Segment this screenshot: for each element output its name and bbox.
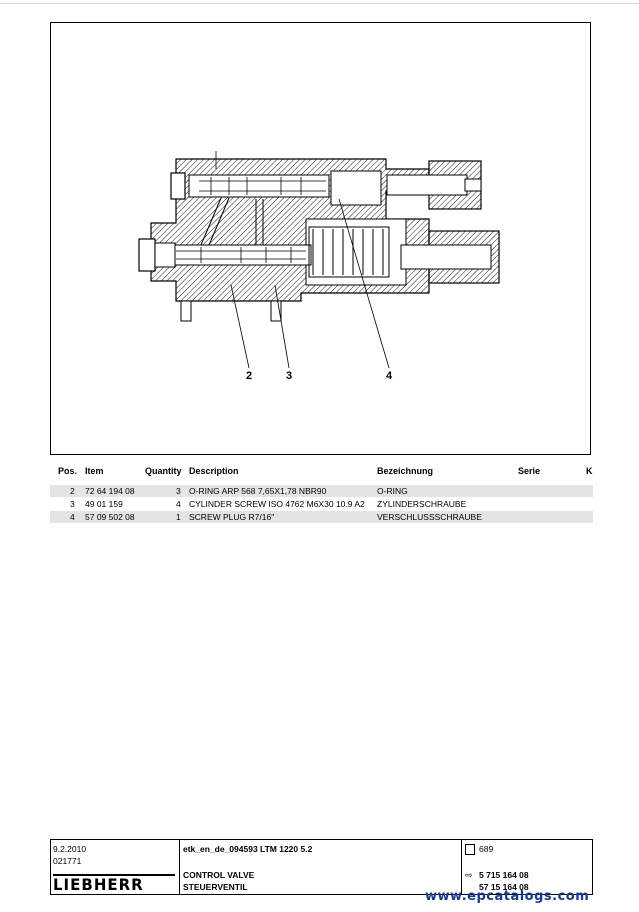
- footer-code: 021771: [53, 856, 82, 866]
- row-pos: 3: [70, 499, 75, 509]
- callout-4: 4: [386, 370, 393, 382]
- header-description: Description: [189, 466, 239, 476]
- title-block-divider: [461, 840, 462, 894]
- logo-bar: [53, 874, 175, 876]
- header-item: Item: [85, 466, 104, 476]
- row-description: CYLINDER SCREW ISO 4762 M6X30 10.9 A2: [189, 499, 365, 509]
- table-row: 3 49 01 159 4 CYLINDER SCREW ISO 4762 M6…: [50, 498, 593, 510]
- page-icon: [465, 844, 475, 855]
- row-item: 57 09 502 08: [85, 512, 135, 522]
- footer-title-de: STEUERVENTIL: [183, 882, 248, 892]
- header-quantity: Quantity: [145, 466, 182, 476]
- footer-doc-ref: etk_en_de_094593 LTM 1220 5.2: [183, 844, 313, 854]
- row-pos: 4: [70, 512, 75, 522]
- row-pos: 2: [70, 486, 75, 496]
- arrow-right-icon: ⇨: [465, 870, 473, 880]
- header-pos: Pos.: [58, 466, 78, 476]
- row-qty: 1: [176, 512, 181, 522]
- footer-part-no-2: 57 15 164 08: [479, 882, 529, 892]
- title-block: 9.2.2010 021771 LIEBHERR etk_en_de_09459…: [50, 839, 593, 895]
- footer-date: 9.2.2010: [53, 844, 87, 854]
- footer-page: 689: [479, 844, 494, 854]
- row-qty: 4: [176, 499, 181, 509]
- table-row: 4 57 09 502 08 1 SCREW PLUG R7/16" VERSC…: [50, 511, 593, 523]
- technical-drawing-frame: [50, 22, 591, 455]
- row-qty: 3: [176, 486, 181, 496]
- callout-3: 3: [286, 370, 293, 382]
- control-valve-drawing: [138, 151, 500, 369]
- row-bezeichnung: O-RING: [377, 486, 408, 496]
- row-item: 49 01 159: [85, 499, 123, 509]
- watermark: www.epcatalogs.com: [425, 889, 590, 904]
- title-block-divider: [179, 840, 180, 894]
- liebherr-logo: LIEBHERR: [53, 875, 144, 895]
- row-item: 72 64 194 08: [85, 486, 135, 496]
- header-k: K: [586, 466, 593, 476]
- footer-title-en: CONTROL VALVE: [183, 870, 255, 880]
- row-bezeichnung: VERSCHLUSSSCHRAUBE: [377, 512, 482, 522]
- callout-2: 2: [246, 370, 253, 382]
- row-bezeichnung: ZYLINDERSCHRAUBE: [377, 499, 467, 509]
- header-serie: Serie: [518, 466, 541, 476]
- header-bezeichnung: Bezeichnung: [377, 466, 434, 476]
- footer-part-no-1: 5 715 164 08: [479, 870, 529, 880]
- top-rule: [0, 3, 639, 4]
- table-row: 2 72 64 194 08 3 O-RING ARP 568 7,65X1,7…: [50, 485, 593, 497]
- row-description: O-RING ARP 568 7,65X1,78 NBR90: [189, 486, 327, 496]
- row-description: SCREW PLUG R7/16": [189, 512, 275, 522]
